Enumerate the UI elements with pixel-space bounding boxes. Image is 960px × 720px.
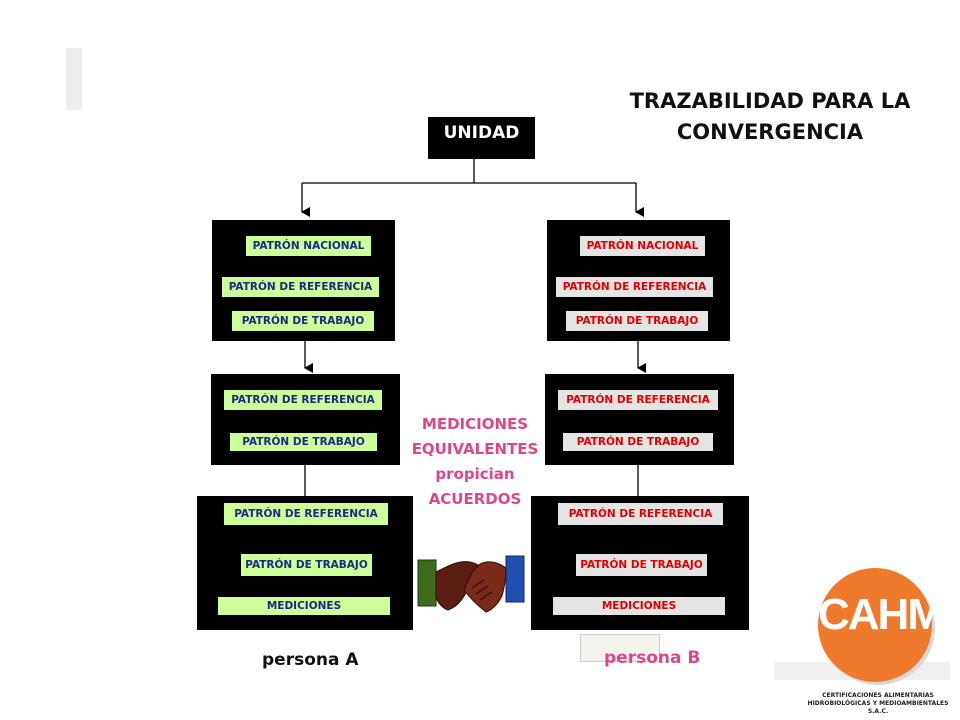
right-patron-trabajo-2: PATRÓN DE TRABAJO xyxy=(563,433,713,451)
logo-subtitle: CERTIFICACIONES ALIMENTARIAS HIDROBIOLÓG… xyxy=(804,692,952,716)
right-mediciones: MEDICIONES xyxy=(553,597,725,615)
right-panel-2 xyxy=(545,374,734,465)
right-hand xyxy=(463,561,507,613)
finger-lines xyxy=(471,579,493,601)
center-line-3: propician xyxy=(435,465,515,483)
center-line-1: MEDICIONES xyxy=(421,415,529,433)
right-patron-referencia-3: PATRÓN DE REFERENCIA xyxy=(558,503,723,525)
left-patron-referencia-2: PATRÓN DE REFERENCIA xyxy=(224,390,382,410)
center-line-4: ACUERDOS xyxy=(428,490,522,508)
right-sleeve xyxy=(505,555,525,603)
handshake-icon xyxy=(417,555,525,613)
unidad-box: UNIDAD xyxy=(428,117,535,159)
center-line-2: EQUIVALENTES xyxy=(411,440,539,458)
small-emblem xyxy=(580,634,660,662)
left-patron-trabajo-3: PATRÓN DE TRABAJO xyxy=(241,554,372,576)
left-patron-trabajo-1: PATRÓN DE TRABAJO xyxy=(232,311,374,331)
left-patron-trabajo-2: PATRÓN DE TRABAJO xyxy=(230,433,377,451)
title-line-1: TRAZABILIDAD PARA LA xyxy=(629,89,911,113)
left-patron-nacional: PATRÓN NACIONAL xyxy=(246,236,371,256)
logo-name: CAHM xyxy=(818,590,944,639)
left-patron-referencia-1: PATRÓN DE REFERENCIA xyxy=(222,277,379,297)
cahm-logo xyxy=(818,568,932,682)
right-patron-trabajo-3: PATRÓN DE TRABAJO xyxy=(576,554,707,576)
watermark-glyph xyxy=(66,48,82,110)
left-mediciones: MEDICIONES xyxy=(218,597,390,615)
persona-b-label: persona B xyxy=(604,648,701,668)
logo-subtitle-line-1: CERTIFICACIONES ALIMENTARIAS xyxy=(822,692,934,699)
center-text: MEDICIONES EQUIVALENTES propician ACUERD… xyxy=(400,412,550,512)
logo-subtitle-line-2: HIDROBIOLÓGICAS Y MEDIOAMBIENTALES S.A.C… xyxy=(807,700,949,715)
right-patron-referencia-2: PATRÓN DE REFERENCIA xyxy=(558,390,718,410)
right-patron-trabajo-1: PATRÓN DE TRABAJO xyxy=(566,311,708,331)
title-line-2: CONVERGENCIA xyxy=(676,120,864,144)
right-patron-nacional: PATRÓN NACIONAL xyxy=(580,236,705,256)
left-sleeve xyxy=(417,559,437,607)
persona-a-label: persona A xyxy=(262,650,359,670)
left-patron-referencia-3: PATRÓN DE REFERENCIA xyxy=(224,503,388,525)
right-patron-referencia-1: PATRÓN DE REFERENCIA xyxy=(556,277,713,297)
diagram-title: TRAZABILIDAD PARA LA CONVERGENCIA xyxy=(610,86,930,148)
left-panel-2 xyxy=(211,374,400,465)
